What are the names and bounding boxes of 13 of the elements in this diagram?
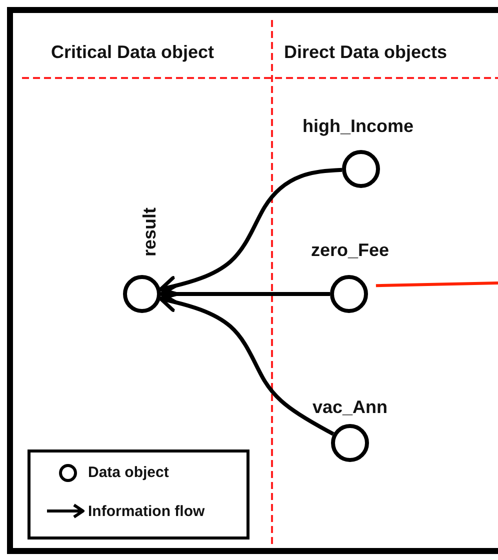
data-object-circle	[330, 423, 370, 463]
node-label: high_Income	[302, 115, 414, 137]
connector-line	[376, 282, 498, 288]
data-object-circle	[329, 274, 369, 314]
node-label: result	[139, 207, 161, 257]
column-header: Critical Data object	[51, 41, 214, 63]
column-header: Direct Data objects	[284, 41, 448, 63]
legend-label: Information flow	[88, 502, 205, 522]
node-label: zero_Fee	[310, 239, 390, 261]
legend-label: Data object	[88, 463, 169, 483]
data-object-circle	[122, 274, 162, 314]
data-object-circle	[341, 149, 381, 189]
node-label: vac_Ann	[312, 396, 388, 418]
